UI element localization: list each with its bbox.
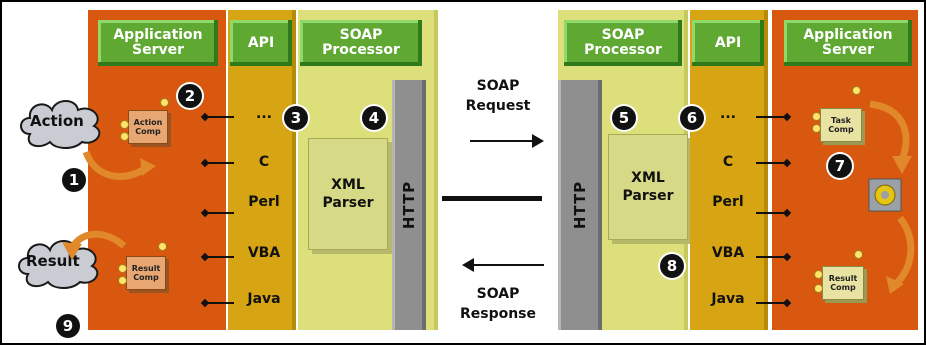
- result-comp-knob: [118, 276, 127, 285]
- action-comp-knob: [160, 98, 169, 107]
- gear-to-result-arrow-icon: [886, 215, 915, 294]
- left-api-item-java: Java: [247, 291, 281, 307]
- right-api-header: API: [692, 20, 764, 66]
- action-to-comp-arrow-icon: [82, 150, 156, 180]
- step-badge-2: 2: [178, 84, 202, 108]
- action-comp-knob: [120, 120, 129, 129]
- result-cloud-icon: [18, 240, 99, 289]
- comp-to-result-arrow-icon: [62, 230, 127, 260]
- result-comp-box: Result Comp: [126, 256, 166, 290]
- step-badge-9: 9: [56, 314, 80, 338]
- gear-icon: [868, 178, 902, 212]
- step-badge-8: 8: [660, 254, 684, 278]
- task-comp-box: Task Comp: [820, 108, 862, 142]
- right-api-item-dots: ...: [720, 106, 736, 122]
- left-http-column: [392, 80, 426, 330]
- action-cloud-icon: [20, 100, 101, 149]
- right-result-comp-knob: [814, 284, 823, 293]
- right-connector: [756, 256, 788, 258]
- left-xml-parser: XML Parser: [308, 138, 388, 250]
- left-connector: [206, 302, 234, 304]
- left-api-header: API: [230, 20, 292, 66]
- soap-request-label: SOAP Request: [465, 78, 531, 114]
- action-comp-knob: [120, 132, 129, 141]
- task-to-gear-arrow-icon: [869, 100, 912, 174]
- left-api-item-vba: VBA: [247, 245, 281, 261]
- left-connector: [206, 256, 234, 258]
- soap-request-arrowhead-icon: [532, 134, 544, 148]
- step-badge-5: 5: [612, 106, 636, 130]
- left-application-server-header: Application Server: [98, 20, 218, 66]
- right-api-item-java: Java: [711, 291, 745, 307]
- right-api-item-c: C: [722, 154, 734, 170]
- step-badge-4: 4: [362, 106, 386, 130]
- right-xml-parser: XML Parser: [608, 134, 688, 240]
- left-api-item-c: C: [258, 154, 270, 170]
- right-connector: [756, 302, 788, 304]
- left-http-label: HTTP: [400, 180, 419, 230]
- right-http-column: [558, 80, 602, 330]
- right-soap-processor-header: SOAP Processor: [564, 20, 682, 66]
- step-badge-6: 6: [680, 106, 704, 130]
- left-connector: [206, 162, 234, 164]
- soap-response-arrowhead-icon: [462, 258, 474, 272]
- action-cloud-label: Action: [30, 112, 84, 130]
- right-result-comp-knob: [854, 250, 863, 259]
- left-connector: [206, 116, 234, 118]
- left-connector: [206, 212, 234, 214]
- right-connector: [756, 162, 788, 164]
- right-application-server-header: Application Server: [784, 20, 912, 66]
- step-badge-3: 3: [284, 106, 308, 130]
- step-badge-7: 7: [828, 154, 852, 178]
- right-connector: [756, 212, 788, 214]
- left-api-item-perl: Perl: [248, 194, 280, 210]
- right-result-comp-knob: [814, 270, 823, 279]
- left-soap-processor-header: SOAP Processor: [300, 20, 422, 66]
- soap-response-arrow-line: [474, 264, 544, 266]
- network-link-line: [442, 196, 542, 201]
- right-connector: [756, 116, 788, 118]
- right-result-comp-box: Result Comp: [822, 266, 864, 300]
- soap-response-label: SOAP Response: [459, 286, 537, 322]
- action-comp-box: Action Comp: [128, 110, 168, 144]
- right-api-item-vba: VBA: [711, 245, 745, 261]
- task-comp-knob: [852, 86, 861, 95]
- right-http-label: HTTP: [571, 180, 590, 230]
- soap-request-arrow-line: [470, 140, 536, 142]
- result-comp-knob: [158, 242, 167, 251]
- step-badge-1: 1: [62, 168, 86, 192]
- task-comp-knob: [812, 124, 821, 133]
- right-api-item-perl: Perl: [712, 194, 744, 210]
- result-cloud-label: Result: [26, 252, 80, 270]
- left-api-item-dots: ...: [256, 106, 272, 122]
- result-comp-knob: [118, 264, 127, 273]
- task-comp-knob: [812, 112, 821, 121]
